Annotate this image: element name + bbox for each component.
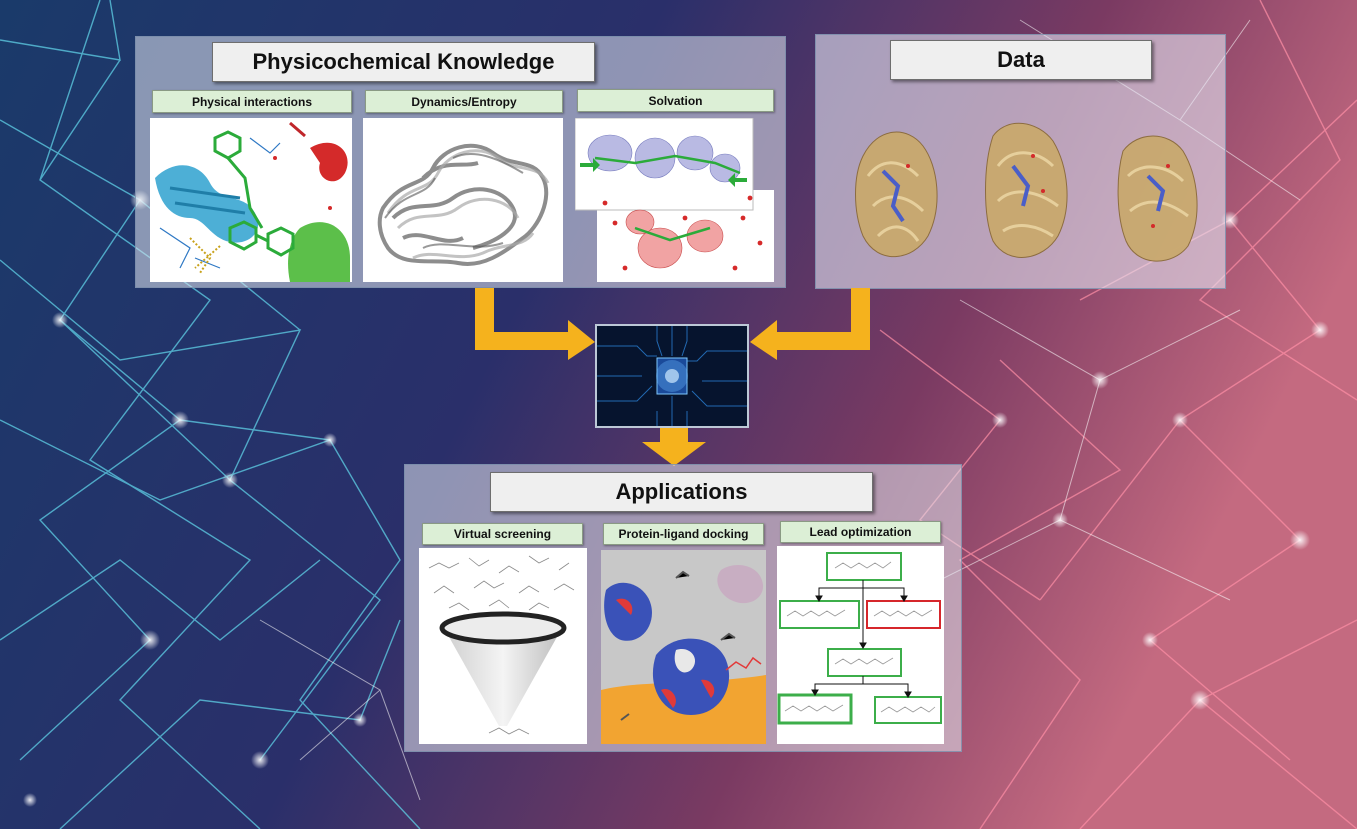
- lead-optimization-image: [777, 546, 944, 744]
- right-arrow: [745, 288, 875, 360]
- label-virtual-screening: Virtual screening: [422, 523, 583, 545]
- applications-title: Applications: [490, 472, 873, 512]
- protein-ligand-docking-image: [601, 550, 766, 744]
- dynamics-entropy-image: [363, 118, 563, 282]
- ai-chip-image: [595, 324, 749, 428]
- data-proteins-image: [848, 96, 1216, 272]
- down-arrow: [640, 428, 708, 466]
- solvation-image: [575, 118, 774, 282]
- physical-interactions-image: [150, 118, 352, 282]
- label-physical-interactions: Physical interactions: [152, 90, 352, 113]
- left-arrow: [470, 288, 600, 360]
- label-dynamics-entropy: Dynamics/Entropy: [365, 90, 563, 113]
- label-lead-optimization: Lead optimization: [780, 521, 941, 543]
- label-solvation: Solvation: [577, 89, 774, 112]
- knowledge-title: Physicochemical Knowledge: [212, 42, 595, 82]
- label-protein-ligand-docking: Protein-ligand docking: [603, 523, 764, 545]
- virtual-screening-image: [419, 548, 587, 744]
- data-title: Data: [890, 40, 1152, 80]
